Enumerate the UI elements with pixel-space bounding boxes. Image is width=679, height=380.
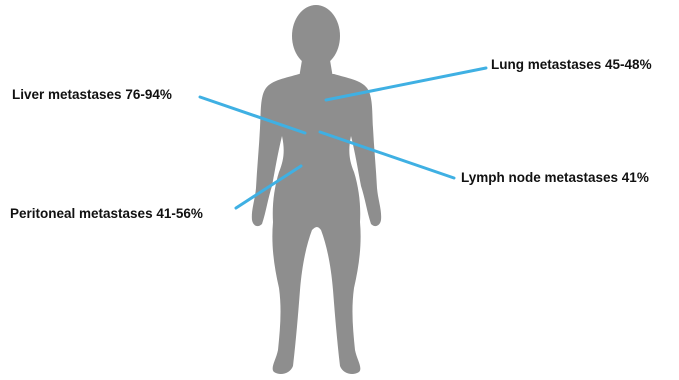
body-shape (252, 74, 381, 374)
liver-metastases-label: Liver metastases 76-94% (12, 87, 172, 103)
peritoneal-metastases-label: Peritoneal metastases 41-56% (10, 206, 203, 222)
human-body-silhouette-icon (252, 5, 381, 374)
head-shape (292, 5, 340, 67)
lung-metastases-label: Lung metastases 45-48% (491, 57, 652, 73)
lymph-node-metastases-label: Lymph node metastases 41% (461, 170, 649, 186)
